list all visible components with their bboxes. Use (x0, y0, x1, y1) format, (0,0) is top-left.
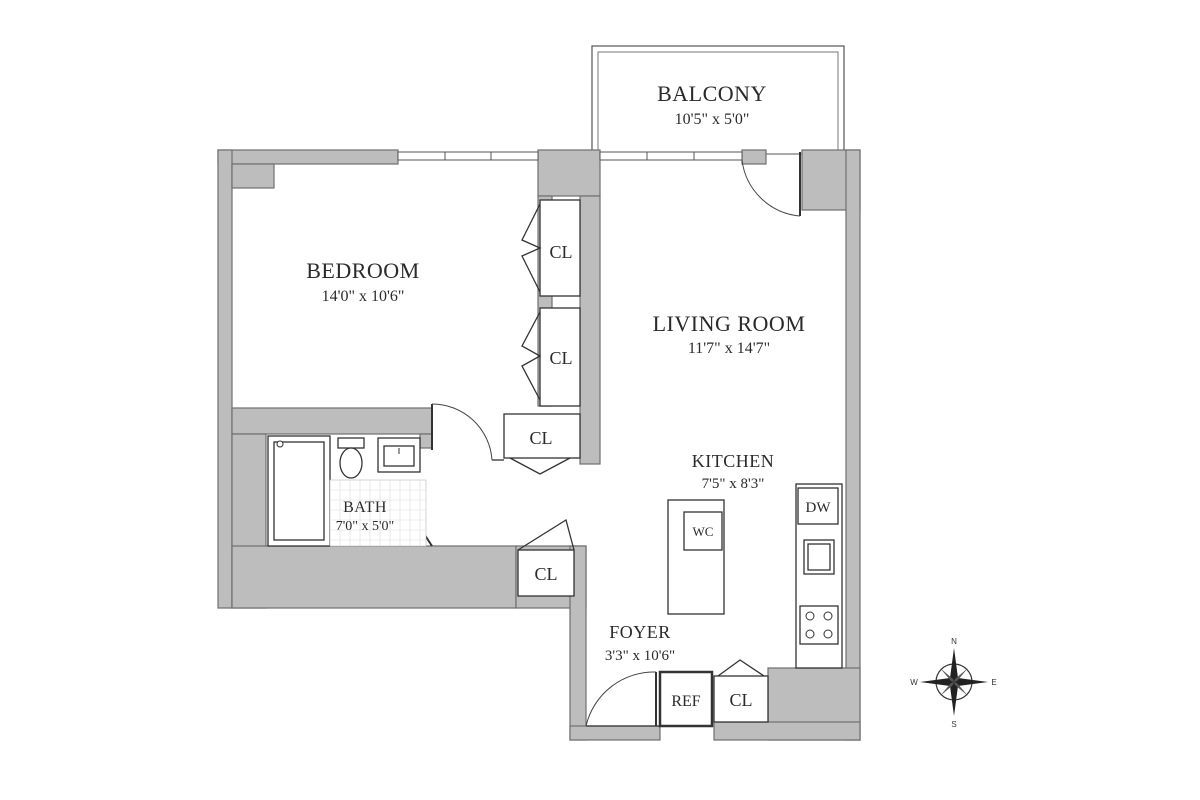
refrigerator-box (658, 670, 714, 728)
washer-label: WC (693, 524, 714, 539)
bath-dims: 7'0" x 5'0" (336, 519, 394, 534)
refrigerator-label: REF (671, 693, 700, 710)
kitchen-name: KITCHEN (692, 451, 775, 471)
closet-label-3: CL (529, 428, 552, 448)
stove (799, 605, 839, 645)
closet-label-5: CL (729, 690, 752, 710)
foyer-closet (517, 518, 575, 597)
washer-box (683, 511, 723, 551)
bathtub (267, 435, 331, 547)
living-room-name: LIVING ROOM (653, 311, 806, 336)
bedroom-dims: 14'0" x 10'6" (322, 288, 405, 305)
hall-closet (503, 413, 581, 475)
balcony (591, 45, 845, 155)
kitchen-closet (713, 659, 769, 723)
toilet (337, 437, 365, 479)
living-room-dims: 11'7" x 14'7" (688, 340, 770, 357)
bath-tile-floor (329, 479, 427, 547)
foyer-name: FOYER (609, 622, 671, 642)
bath-name: BATH (343, 499, 387, 516)
balcony-dims: 10'5" x 5'0" (675, 111, 750, 128)
compass-east: E (991, 678, 996, 687)
bedroom-name: BEDROOM (306, 258, 420, 283)
balcony-name: BALCONY (657, 81, 767, 106)
compass-icon: N S E W (910, 637, 996, 729)
dishwasher-label: DW (806, 500, 832, 516)
kitchen-sink (803, 539, 835, 575)
bath-sink (377, 437, 421, 473)
bedroom-closet-top (521, 199, 581, 297)
foyer-dims: 3'3" x 10'6" (605, 648, 675, 664)
closet-label-2: CL (549, 348, 572, 368)
compass-west: W (910, 678, 918, 687)
closet-label-1: CL (549, 242, 572, 262)
kitchen-dims: 7'5" x 8'3" (702, 476, 765, 492)
dishwasher-box (797, 487, 839, 525)
closet-label-4: CL (534, 564, 557, 584)
bedroom-closet-bottom (521, 307, 581, 407)
compass-south: S (951, 720, 956, 729)
compass-north: N (951, 637, 957, 646)
windows (397, 151, 743, 161)
